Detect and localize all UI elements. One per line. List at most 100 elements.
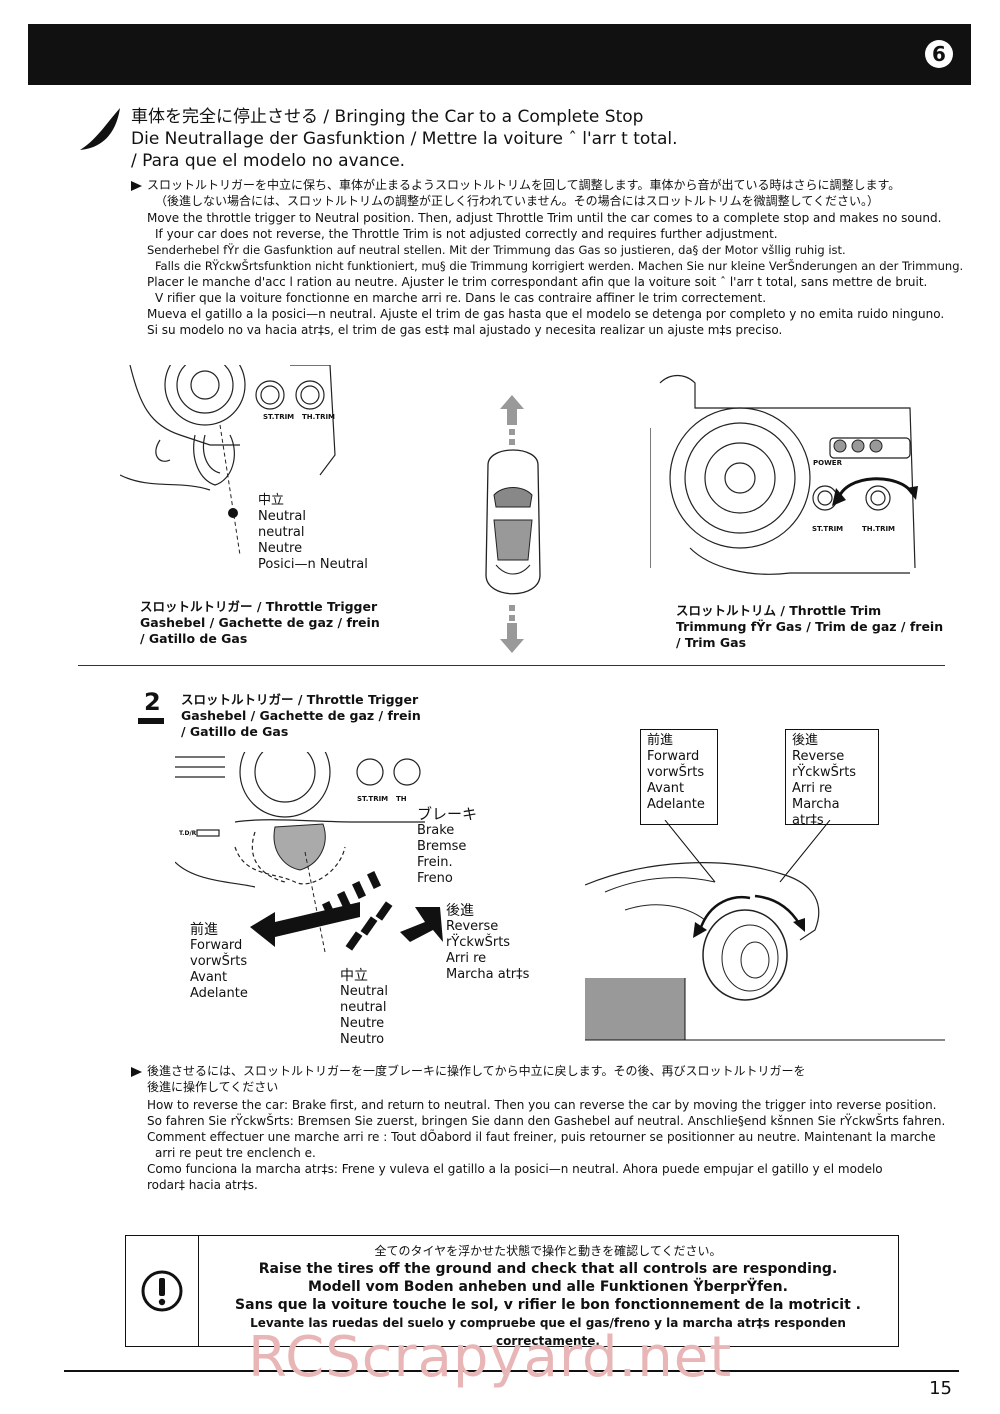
reverse-de: rŸckwŠrts bbox=[446, 935, 511, 950]
forward-fr: Avant bbox=[190, 970, 228, 985]
instruction-line: Como funciona la marcha atr‡s: Frene y v… bbox=[147, 1162, 883, 1176]
reverse-jp: 後進 bbox=[792, 733, 819, 748]
caption-line: / Gatillo de Gas bbox=[181, 724, 289, 739]
instruction-line: rodar‡ hacia atr‡s. bbox=[147, 1178, 258, 1192]
transmitter-trim-illustration bbox=[650, 374, 918, 575]
exclamation-icon bbox=[141, 1270, 183, 1312]
brake-en: Brake bbox=[417, 823, 455, 838]
warning-en: Raise the tires off the ground and check… bbox=[258, 1261, 838, 1277]
neutral-label: 中立 Neutral neutral Neutre Posici—n Neutr… bbox=[258, 493, 368, 573]
forward-jp: 前進 bbox=[190, 922, 218, 938]
header-bar: 6 bbox=[28, 24, 971, 85]
instruction-line: 後進させるには、スロットルトリガーを一度ブレーキに操作してから中立に戻します。そ… bbox=[147, 1064, 806, 1078]
trigger-motion-illustration bbox=[175, 752, 443, 953]
forward-jp: 前進 bbox=[647, 733, 674, 748]
neutral-es: Neutro bbox=[340, 1032, 385, 1047]
neutral-en: Neutral bbox=[340, 984, 388, 999]
reverse-box: 後進 Reverse rŸckwŠrts Arri re Marcha atr‡… bbox=[785, 729, 879, 828]
reverse-en: Reverse bbox=[446, 919, 499, 934]
th-trim-label: TH.TRIM bbox=[302, 413, 336, 421]
arrow-bullet-icon bbox=[131, 181, 142, 191]
instruction-line: Mueva el gatillo a la posici—n neutral. … bbox=[147, 307, 945, 321]
neutral-jp: 中立 bbox=[340, 968, 368, 984]
car-topview-illustration bbox=[485, 395, 541, 653]
page-number: 15 bbox=[929, 1378, 952, 1399]
power-label: POWER bbox=[813, 459, 842, 467]
th-trim-label: TH.TRIM bbox=[862, 525, 896, 533]
warning-de: Modell vom Boden anheben und alle Funkti… bbox=[308, 1279, 788, 1295]
instruction-line: Comment effectuer une marche arri re : T… bbox=[147, 1130, 936, 1144]
warning-es: Levante las ruedas del suelo y compruebe… bbox=[250, 1316, 846, 1348]
reverse-de: rŸckwŠrts bbox=[792, 765, 857, 780]
instruction-line: So fahren Sie rŸckwŠrts: Bremsen Sie zue… bbox=[147, 1114, 946, 1128]
warning-icon-cell bbox=[126, 1236, 199, 1346]
caption-line: スロットルトリガー / Throttle Trigger bbox=[181, 692, 419, 707]
instruction-line: arri re peut tre enclench e. bbox=[155, 1146, 316, 1160]
caption-line: / Trim Gas bbox=[676, 635, 747, 650]
throttle-trim-caption: スロットルトリム / Throttle Trim Trimmung fŸr Ga… bbox=[676, 603, 943, 651]
instruction-line: How to reverse the car: Brake first, and… bbox=[147, 1098, 937, 1112]
brake-jp: ブレーキ bbox=[417, 805, 478, 823]
instruction-line: V rifier que la voiture fonctionne en ma… bbox=[155, 291, 767, 305]
reverse-es: Marcha atr‡s bbox=[446, 967, 530, 982]
instruction-line: Falls die RŸckwŠrtsfunktion nicht funkti… bbox=[155, 259, 964, 273]
reverse-en: Reverse bbox=[792, 749, 845, 764]
warning-text: 全てのタイヤを浮かせた状態で操作と動きを確認してください。 Raise the … bbox=[199, 1242, 897, 1350]
step-badge: 6 bbox=[925, 40, 953, 68]
section-divider bbox=[78, 665, 945, 666]
neutral-fr: Neutre bbox=[258, 541, 303, 556]
throttle-trigger-caption: スロットルトリガー / Throttle Trigger Gashebel / … bbox=[140, 599, 380, 647]
caption-line: Gashebel / Gachette de gaz / frein bbox=[140, 615, 380, 630]
forward-de: vorwŠrts bbox=[647, 765, 705, 780]
th-label: TH bbox=[396, 795, 407, 803]
forward-de: vorwŠrts bbox=[190, 954, 248, 969]
step-underline-icon bbox=[138, 718, 164, 724]
caption-line: / Gatillo de Gas bbox=[140, 631, 248, 646]
arrow-bullet-icon bbox=[131, 1067, 142, 1077]
reverse-jp: 後進 bbox=[446, 903, 474, 919]
title-line: 車体を完全に停止させる / Bringing the Car to a Comp… bbox=[131, 107, 644, 127]
caption-line: スロットルトリガー / Throttle Trigger bbox=[140, 599, 378, 614]
caption-line: スロットルトリム / Throttle Trim bbox=[676, 603, 882, 618]
forward-es: Adelante bbox=[190, 986, 248, 1001]
title-line: Die Neutrallage der Gasfunktion / Mettre… bbox=[131, 129, 678, 149]
neutral-fr: Neutre bbox=[340, 1016, 385, 1031]
step-number: 2 bbox=[144, 688, 161, 716]
neutral-jp: 中立 bbox=[258, 493, 285, 508]
warning-jp: 全てのタイヤを浮かせた状態で操作と動きを確認してください。 bbox=[374, 1244, 722, 1258]
forward-en: Forward bbox=[647, 749, 700, 764]
instruction-line: （後進しない場合には、スロットルトリムの調整が正しく行われていません。その場合に… bbox=[155, 194, 879, 208]
st-trim-label: ST.TRIM bbox=[357, 795, 389, 803]
brake-fr: Frein. bbox=[417, 855, 453, 870]
section-title: 車体を完全に停止させる / Bringing the Car to a Comp… bbox=[131, 106, 678, 172]
car-side-illustration bbox=[585, 820, 945, 1041]
brake-de: Bremse bbox=[417, 839, 467, 854]
instruction-line: Si su modelo no va hacia atr‡s, el trim … bbox=[147, 323, 783, 337]
step2-trigger-caption: スロットルトリガー / Throttle Trigger Gashebel / … bbox=[181, 692, 421, 740]
reverse-label: 後進 Reverse rŸckwŠrts Arri re Marcha atr‡… bbox=[446, 903, 529, 983]
neutral-de: neutral bbox=[340, 1000, 387, 1015]
brake-es: Freno bbox=[417, 871, 453, 886]
instruction-line: Senderhebel fŸr die Gasfunktion auf neut… bbox=[147, 243, 846, 257]
forward-label: 前進 Forward vorwŠrts Avant Adelante bbox=[190, 922, 248, 1002]
title-line: / Para que el modelo no avance. bbox=[131, 151, 406, 171]
transmitter-trigger-illustration bbox=[120, 365, 336, 556]
instruction-line: 後進に操作してください bbox=[147, 1080, 279, 1094]
warning-box: 全てのタイヤを浮かせた状態で操作と動きを確認してください。 Raise the … bbox=[125, 1235, 899, 1350]
forward-fr: Avant bbox=[647, 781, 685, 796]
forward-box: 前進 Forward vorwŠrts Avant Adelante bbox=[640, 729, 718, 825]
instruction-line: Placer le manche d'acc l ration au neutr… bbox=[147, 275, 928, 289]
neutral-de: neutral bbox=[258, 525, 305, 540]
dr-label: T.D/R bbox=[179, 830, 197, 837]
reverse-es: Marcha atr‡s bbox=[792, 797, 840, 828]
reverse-fr: Arri re bbox=[446, 951, 487, 966]
forward-en: Forward bbox=[190, 938, 243, 953]
reverse-fr: Arri re bbox=[792, 781, 833, 796]
neutral2-label: 中立 Neutral neutral Neutre Neutro bbox=[340, 968, 388, 1048]
forward-es: Adelante bbox=[647, 797, 705, 812]
st-trim-label: ST.TRIM bbox=[812, 525, 844, 533]
instruction-line: Move the throttle trigger to Neutral pos… bbox=[147, 211, 942, 225]
brake-label: ブレーキ Brake Bremse Frein. Freno bbox=[417, 805, 477, 887]
neutral-en: Neutral bbox=[258, 509, 306, 524]
caption-line: Trimmung fŸr Gas / Trim de gaz / frein bbox=[676, 619, 944, 634]
